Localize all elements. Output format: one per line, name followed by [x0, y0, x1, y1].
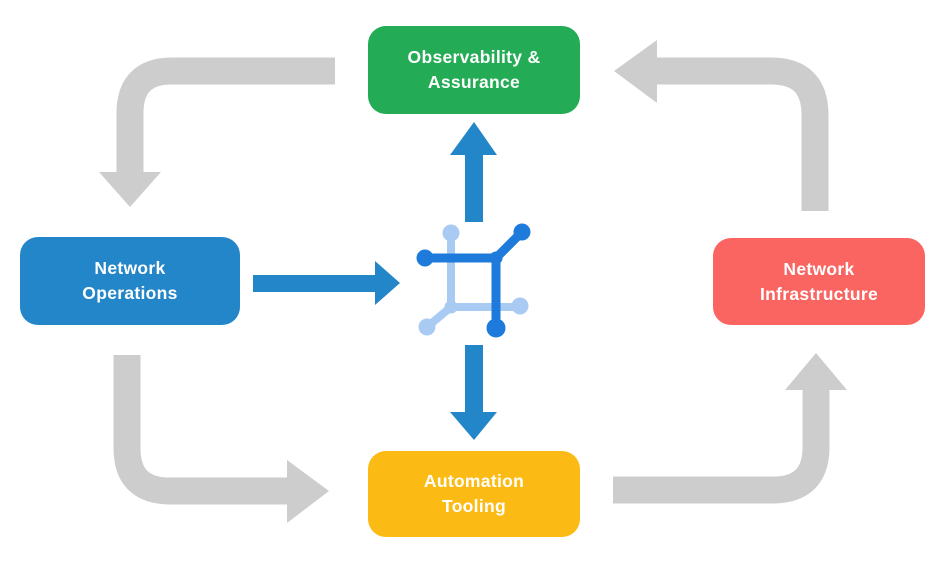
- node-label-line: Network: [783, 258, 855, 279]
- node-automation-tooling: Automation Tooling: [368, 451, 580, 537]
- node-label-line: Automation: [423, 471, 525, 491]
- icon-node-left: [416, 249, 434, 267]
- node-network-operations: Network Operations: [20, 237, 240, 325]
- arrowhead-left-icon: [614, 40, 657, 103]
- icon-node-top: [442, 224, 460, 242]
- arrowhead-right-icon: [287, 460, 329, 523]
- node-observability-assurance: Observability & Assurance: [368, 26, 580, 114]
- node-label-line: Infrastructure: [760, 283, 878, 304]
- node-network-infrastructure: Network Infrastructure: [713, 238, 925, 325]
- flow-arrow-operations-to-automation: [113, 355, 329, 523]
- flow-arrow-center-to-automation: [450, 345, 497, 440]
- arrowhead-down-icon: [99, 172, 161, 207]
- node-label-line: Observability &: [407, 47, 541, 67]
- icon-junction-dark: [489, 251, 503, 265]
- icon-node-bottom-left: [418, 318, 436, 336]
- icon-node-bottom: [486, 318, 506, 338]
- node-label-line: Tooling: [442, 496, 506, 516]
- flow-arrow-automation-to-infrastructure: [613, 353, 847, 504]
- node-label-line: Operations: [82, 283, 178, 303]
- node-label-line: Assurance: [427, 72, 521, 92]
- node-label-line: Network: [94, 258, 166, 278]
- icon-junction-light: [444, 300, 458, 314]
- icon-node-top-right: [513, 223, 531, 241]
- flow-arrow-operations-to-center: [253, 261, 400, 305]
- icon-node-right: [511, 297, 529, 315]
- flow-arrow-center-to-observability: [450, 122, 497, 222]
- network-fabric-icon: [416, 223, 531, 338]
- flow-arrow-infrastructure-to-observability: [614, 40, 829, 211]
- arrowhead-up-icon: [785, 353, 847, 390]
- flow-arrow-observability-to-operations: [99, 57, 335, 207]
